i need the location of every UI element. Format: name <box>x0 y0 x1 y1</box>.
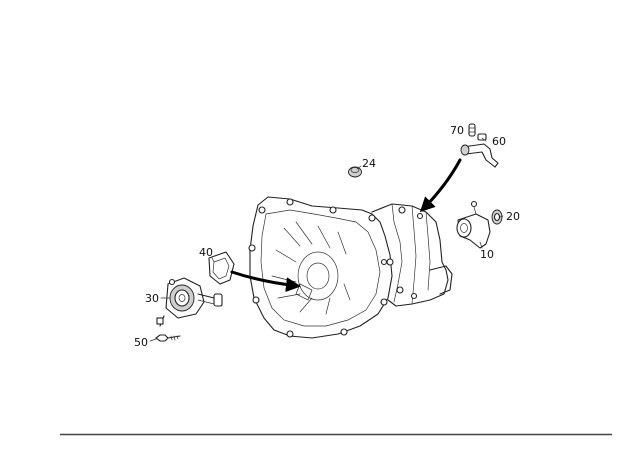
callout-24: 24 <box>362 157 376 170</box>
pin-part-70 <box>468 123 476 137</box>
plug-part-24 <box>348 166 362 178</box>
callout-30: 30 <box>145 292 159 305</box>
shift-lever-part-60 <box>460 133 499 168</box>
gasket-part-40 <box>208 251 235 285</box>
callout-70: 70 <box>450 124 464 137</box>
callout-50: 50 <box>134 336 148 349</box>
transmission-housing <box>248 196 453 339</box>
callout-60: 60 <box>492 135 506 148</box>
callout-10: 10 <box>480 248 494 261</box>
slave-cylinder-part-30 <box>156 277 223 327</box>
bolt-part-50 <box>155 334 181 342</box>
callout-40: 40 <box>199 246 213 259</box>
leader-lines <box>149 137 504 342</box>
arrow-gasket-to-housing <box>230 270 301 293</box>
selector-housing-part-10 <box>456 200 491 249</box>
arrow-lever-to-housing <box>419 158 462 213</box>
callout-20: 20 <box>506 210 520 223</box>
seal-ring-part-20 <box>491 209 503 225</box>
